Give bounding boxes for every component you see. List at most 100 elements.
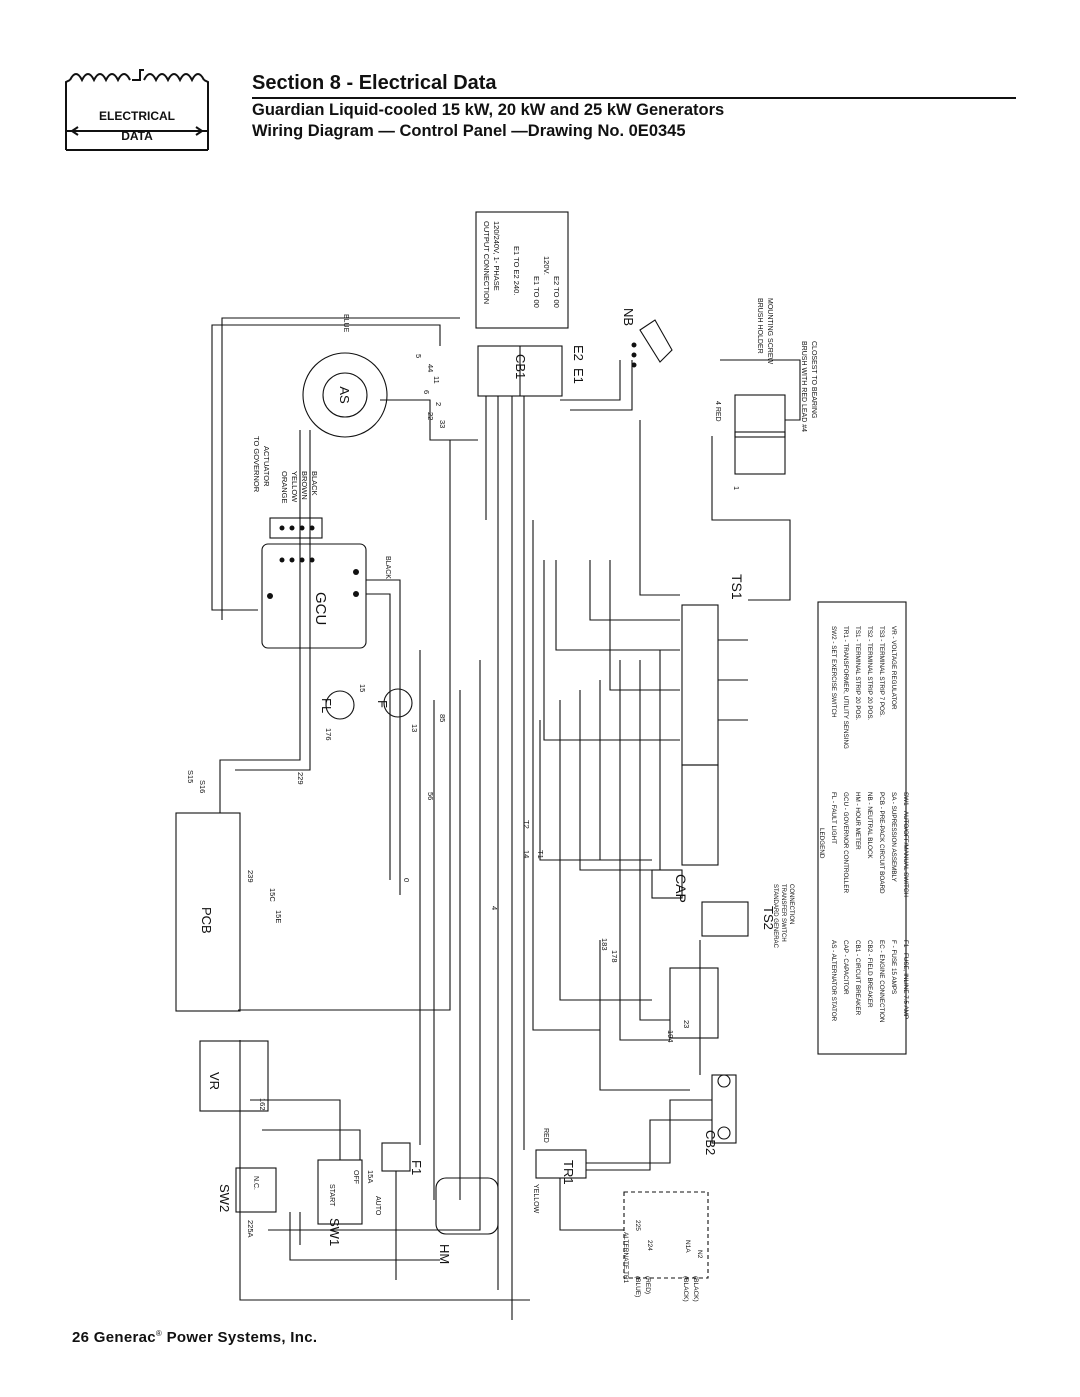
- legend-f: F - FUSE 15 AMPS: [890, 940, 897, 994]
- legend-ec: EC - ENGINE CONNECTION: [878, 940, 885, 1023]
- output-line4: E1 TO 00: [532, 276, 541, 308]
- legend-cb2: CB2 - FIELD BREAKER: [866, 940, 873, 1008]
- legend-as: AS - ALTERNATOR STATOR: [830, 940, 837, 1022]
- governor-title2: ACTUATOR: [262, 446, 271, 487]
- wire-num-s16: S16: [198, 780, 207, 793]
- wire-num-183: 183: [600, 938, 609, 951]
- label-e1: E1: [571, 368, 586, 384]
- wire-color-yellow: YELLOW: [532, 1184, 539, 1214]
- legend-vr: VR - VOLTAGE REGULATOR: [890, 626, 897, 710]
- alt-tr1-wire-225: 225: [634, 1220, 641, 1231]
- wire-num-225a: 225A: [246, 1220, 255, 1238]
- wire-num-15: 15: [358, 684, 367, 692]
- alt-tr1-title: ALTERNATE TR1: [622, 1232, 629, 1284]
- sw2-nc: N.C.: [252, 1176, 259, 1190]
- sw1-off: OFF: [352, 1170, 359, 1184]
- legend-nb: NB - NEUTRAL BLOCK: [866, 792, 873, 859]
- governor-wire-yellow: YELLOW: [290, 471, 299, 503]
- wire-num-1: 1: [732, 486, 741, 490]
- wire-num-14: 14: [522, 850, 531, 858]
- governor-wire-black: BLACK: [310, 471, 319, 496]
- subtitle-generators: Guardian Liquid-cooled 15 kW, 20 kW and …: [252, 101, 725, 119]
- label-e2: E2: [571, 345, 586, 361]
- brush-lead2: CLOSEST TO BEARING: [810, 341, 817, 418]
- label-cap: CAP: [673, 874, 689, 903]
- legend-sw1: SW1 - AUTO/OFF/MANUAL SWITCH: [902, 792, 909, 897]
- section-title: Section 8 - Electrical Data: [252, 72, 497, 94]
- alt-tr1-color-black-2: (BLACK): [692, 1276, 699, 1302]
- legend-ts3: TS3 - TERMINAL STRIP 7 POS.: [878, 626, 885, 717]
- wire-num-44: 44: [426, 364, 435, 372]
- wire-num-5: 5: [414, 354, 423, 358]
- wire-num-56: 56: [426, 792, 435, 800]
- alt-tr1-wire-224: 224: [646, 1240, 653, 1251]
- label-ts1: TS1: [729, 574, 745, 600]
- wire-num-13: 13: [410, 724, 419, 732]
- output-line3: E1 TO E2 240.: [512, 246, 521, 295]
- sw1-auto: AUTO: [374, 1196, 381, 1216]
- wire-num-22: 22: [426, 412, 435, 420]
- legend-pcb: PCB - PRE-PACK CIRCUIT BOARD: [878, 792, 885, 894]
- alternator-stator-circle: [302, 352, 388, 438]
- wire-num-229: 229: [296, 772, 305, 785]
- label-tr1: TR1: [561, 1160, 576, 1185]
- logo-text-data: DATA: [121, 129, 153, 143]
- wire-num-0: 0: [402, 878, 411, 882]
- ts2-note1: STANDARD GENERAC: [772, 884, 778, 949]
- label-sw1: SW1: [327, 1218, 342, 1246]
- output-line5: 120V.: [542, 256, 551, 275]
- wire-num-85: 85: [438, 714, 447, 722]
- wire-num-15a: 15A: [366, 1170, 375, 1183]
- brush-holder1: BRUSH HOLDER: [756, 298, 763, 354]
- label-cb1: CB1: [513, 354, 528, 379]
- output-line6: E2 TO 00: [552, 276, 561, 308]
- legend-sw2: SW2 - SET EXERCISE SWITCH: [830, 626, 837, 718]
- alt-tr1-color-black-1: (BLACK): [682, 1276, 689, 1302]
- wire-num-15c: 15C: [268, 888, 277, 902]
- label-f: F: [375, 700, 390, 708]
- electrical-data-logo: ELECTRICAL DATA: [65, 69, 209, 151]
- legend-ts1: TS1 - TERMINAL STRIP 20 POS.: [854, 626, 861, 721]
- wire-num-33: 33: [438, 420, 447, 428]
- wire-num-176: 176: [324, 728, 333, 741]
- label-ts2: TS2: [761, 906, 776, 930]
- governor-wire-orange: ORANGE: [280, 471, 289, 504]
- legend-title: LEDGEND: [818, 828, 825, 859]
- legend-gcu: GCU - GOVERNOR CONTROLLER: [842, 792, 849, 894]
- output-line1: OUTPUT CONNECTION: [482, 221, 491, 304]
- label-nb: NB: [621, 308, 636, 326]
- legend-cb1: CB1 - CIRCUIT BREAKER: [854, 940, 861, 1016]
- legend-ts2: TS2 - TERMINAL STRIP 20 POS.: [866, 626, 873, 721]
- label-sw2: SW2: [217, 1184, 232, 1212]
- label-gcu: GCU: [312, 592, 329, 625]
- label-as: AS: [337, 386, 352, 404]
- company-name: Generac: [93, 1329, 156, 1346]
- brush-lead1: BRUSH WITH RED LEAD #4: [800, 341, 807, 432]
- legend-hm: HM - HOUR METER: [854, 792, 861, 850]
- wire-num-s15: S15: [186, 770, 195, 783]
- sw1-start: START: [328, 1184, 335, 1207]
- label-f1: F1: [409, 1160, 424, 1175]
- wire-num-2: 2: [434, 402, 443, 406]
- label-cb2: CB2: [703, 1130, 718, 1155]
- wire-num-162: 162: [258, 1098, 267, 1111]
- label-vr: VR: [207, 1072, 222, 1090]
- legend-sa: SA - SUPRESSION ASSEMBLY: [890, 792, 897, 883]
- logo-text-electrical: ELECTRICAL: [99, 109, 175, 123]
- header-rule: [252, 97, 1016, 99]
- wire-num-t2: T2: [522, 820, 531, 829]
- wire-color-red: RED: [542, 1128, 549, 1143]
- legend-f1: F1 - FUSE, INLINE 7.5 AMP: [902, 940, 909, 1019]
- wire-num-t1: T1: [536, 850, 545, 859]
- subtitle-wiring-diagram: Wiring Diagram — Control Panel —Drawing …: [252, 122, 686, 140]
- page-number: 26: [72, 1329, 90, 1346]
- wire-num-23: 23: [682, 1020, 691, 1028]
- wire-num-178: 178: [610, 950, 619, 963]
- alt-tr1-wire-n2: N2: [696, 1250, 703, 1259]
- wire-num-194: 194: [666, 1030, 675, 1043]
- brush-holder2: MOUNTING SCREW: [766, 298, 773, 365]
- alt-tr1-wire-n1a: N1A: [684, 1240, 691, 1253]
- output-line2: 120/240V, 1- PHASE: [492, 221, 501, 291]
- legend-tr1: TR1 - TRANSFORMER, UTILITY SENSING: [842, 626, 849, 749]
